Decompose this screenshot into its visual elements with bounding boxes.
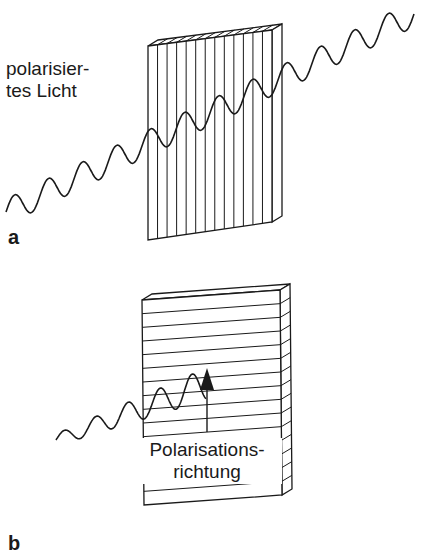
label-holder: polarisier- tes Licht bbox=[6, 58, 102, 102]
label-holder: b bbox=[8, 532, 20, 555]
light-label: polarisier- tes Licht bbox=[6, 58, 102, 102]
arrow-head bbox=[200, 368, 214, 390]
label-holder: a bbox=[8, 226, 19, 249]
grating-side bbox=[272, 24, 282, 222]
label-holder: Polarisations- richtung bbox=[132, 438, 282, 484]
vertical-grating bbox=[148, 30, 272, 240]
panel-letter: b bbox=[8, 532, 20, 555]
light-wave bbox=[56, 374, 206, 440]
panel-letter: a bbox=[8, 226, 19, 249]
light-wave bbox=[6, 13, 414, 213]
leader-line bbox=[206, 388, 207, 432]
direction-label: Polarisations- richtung bbox=[132, 438, 282, 484]
